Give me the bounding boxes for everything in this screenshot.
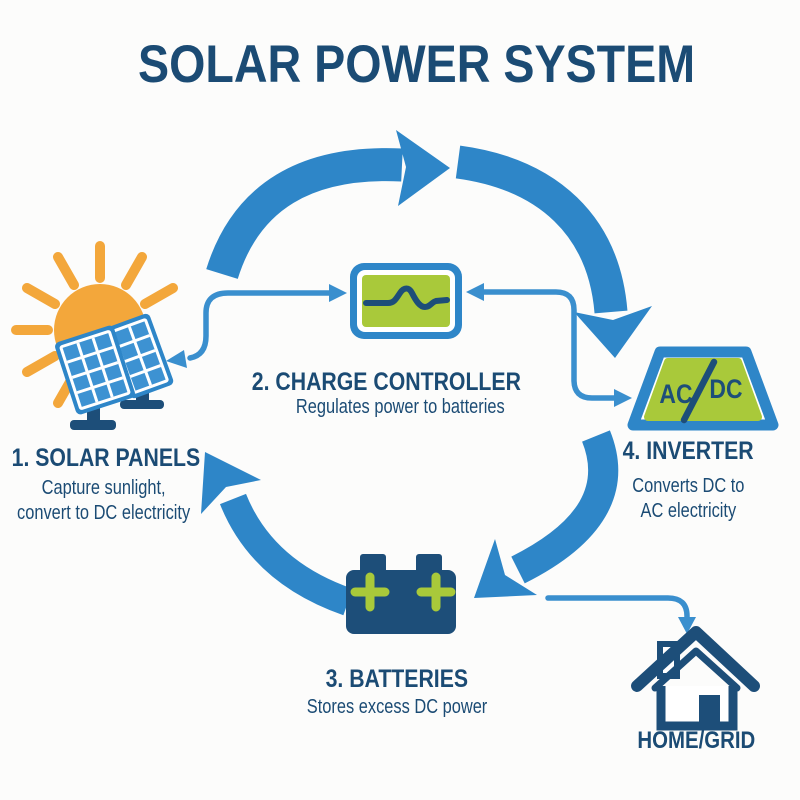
solar-panels-description: Capture sunlight, convert to DC electric…: [17, 477, 191, 524]
inverter-icon: AC DC: [627, 346, 779, 431]
connector-batteries-home: [545, 595, 696, 634]
batteries-label: 3. BATTERIES: [325, 665, 469, 693]
connector-panels-controller: [166, 284, 347, 368]
arrowhead: [614, 389, 632, 407]
solar-panels-label: 1. SOLAR PANELS: [11, 444, 201, 472]
arrowhead: [574, 306, 652, 358]
inverter-label: 4. INVERTER: [622, 437, 754, 465]
charge-controller-description: Regulates power to batteries: [295, 396, 505, 418]
solar-panel-icon: [55, 313, 174, 430]
front-panel: [55, 325, 135, 415]
flow-arrow-top-right: [455, 145, 652, 358]
arrowhead: [329, 284, 347, 302]
sun-rays: [11, 241, 178, 408]
charge-controller-label: 2. CHARGE CONTROLLER: [251, 368, 521, 396]
roof-inner: [651, 647, 741, 692]
batteries-description: Stores excess DC power: [306, 696, 488, 718]
arrowhead: [201, 452, 261, 514]
flow-arrow-inverter-to-batteries: [474, 430, 619, 598]
plus-terminal-glyphs: [350, 572, 456, 612]
arrowhead: [678, 617, 696, 634]
page-title: SOLAR POWER SYSTEM: [137, 35, 696, 94]
arrowhead: [474, 539, 537, 598]
home-grid-label: HOME/GRID: [637, 727, 755, 754]
battery-icon: [346, 554, 456, 634]
inverter-dc-text: DC: [709, 374, 742, 404]
flow-arrow-top-left: [206, 130, 450, 280]
door: [699, 695, 720, 724]
inverter-ac-text: AC: [659, 379, 692, 409]
arrowhead: [466, 283, 484, 301]
wave-glyph: [363, 285, 450, 311]
flow-arrow-batteries-to-panels: [201, 452, 353, 616]
arrowhead: [396, 130, 450, 206]
roof-outer: [631, 626, 760, 692]
inverter-description: Converts DC to AC electricity: [631, 475, 745, 522]
arrowhead: [166, 350, 187, 368]
house-walls: [656, 686, 738, 731]
house-icon: [631, 626, 760, 731]
connector-controller-inverter: [466, 283, 632, 407]
charge-controller-icon: [350, 263, 462, 339]
slash-glyph: [680, 358, 718, 424]
